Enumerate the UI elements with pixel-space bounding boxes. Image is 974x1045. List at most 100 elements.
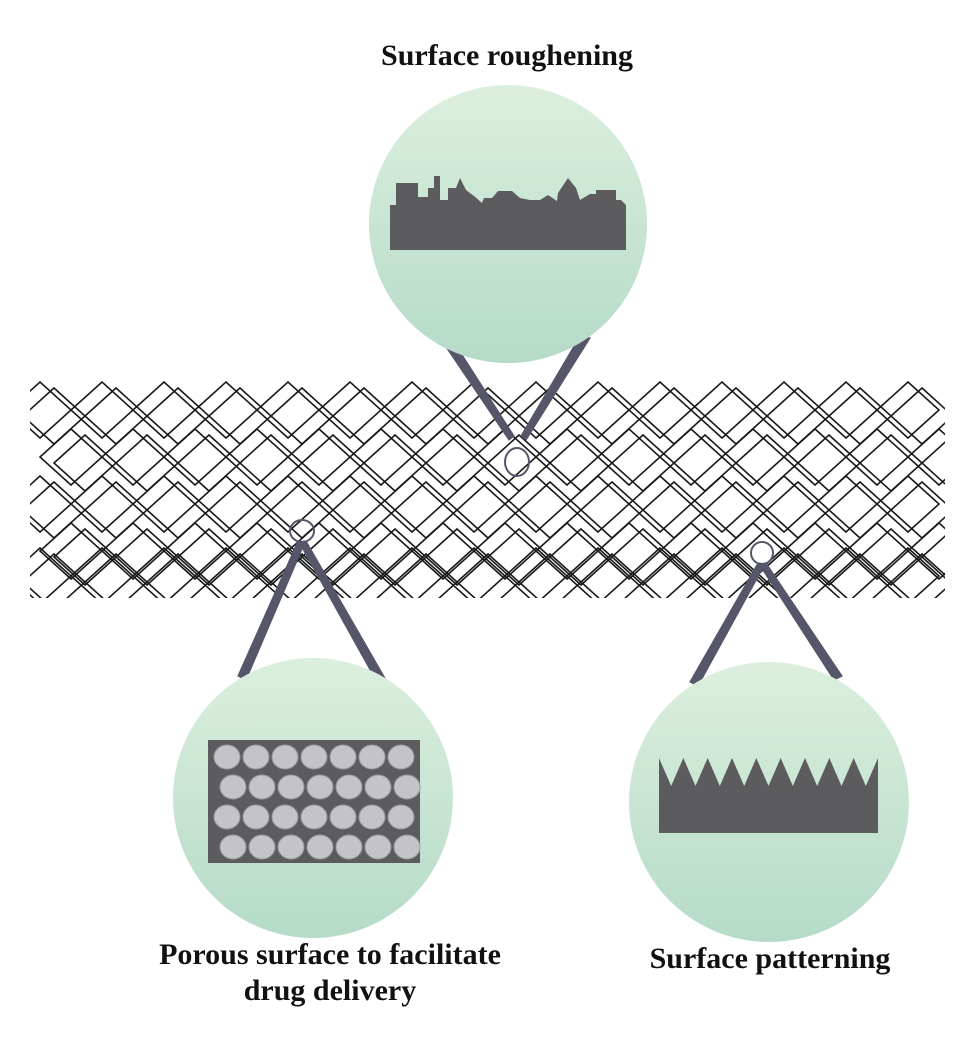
stent-strut [813,546,879,598]
stent-strut [38,427,104,487]
stent-strut [689,380,755,440]
stent-strut [889,552,945,598]
pore [277,774,305,800]
surface-roughening-label: Surface roughening [381,39,633,72]
pore [300,744,328,770]
stent-strut [83,552,149,598]
stent-strut [627,380,693,440]
stent-strut [38,521,104,581]
stent-strut [579,552,645,598]
roughening-magnifier [369,85,647,363]
stent-strut [734,433,800,493]
porous-surface-label: Porous surface to facilitate drug delive… [90,937,570,1009]
stent-strut [751,474,817,534]
pore [387,744,415,770]
stent-strut [782,427,848,487]
stent-strut [658,427,724,487]
stent-strut [193,546,259,598]
stent-strut [286,427,352,487]
stent-strut [30,546,73,598]
porous-magnifier [173,658,453,938]
pore [393,774,421,800]
pore [271,744,299,770]
stent-strut [193,474,259,534]
stent-strut [548,433,614,493]
stent-strut [672,433,738,493]
stent-strut [30,386,87,446]
stent-strut [30,480,87,540]
stent-strut [517,552,583,598]
pore [393,834,421,860]
stent-strut [83,480,149,540]
stent-strut [131,546,197,598]
pore [335,834,363,860]
stent-strut [641,552,707,598]
pore-grid [213,744,421,860]
stent-strut [720,427,786,487]
stent-strut [52,527,118,587]
stent-strut [300,433,366,493]
stent-strut [658,521,724,581]
stent-strut [920,441,945,485]
stent-strut [331,480,397,540]
stent-strut [348,521,414,581]
stent-strut [207,480,273,540]
stent-strut [517,480,583,540]
pore [329,744,357,770]
stent-strut [565,474,631,534]
pore [219,774,247,800]
stent-strut [100,427,166,487]
stent-strut [162,427,228,487]
rough-surface [390,176,626,250]
stent-strut [131,380,197,440]
stent-strut [193,380,259,440]
stent-strut [331,386,397,446]
pore [306,834,334,860]
stent-strut [672,527,738,587]
stent-strut [317,474,383,534]
stent-strut [827,552,893,598]
pore [364,774,392,800]
stent-strut [379,380,445,440]
stent-strut [255,380,321,440]
pore [242,804,270,830]
stent-strut [610,433,676,493]
stent-strut [579,386,645,446]
stent-strut [455,552,521,598]
stent-strut [579,480,645,540]
stent-strut [362,527,428,587]
stent-strut [424,527,490,587]
pore [219,834,247,860]
stent-strut [114,433,180,493]
pore [213,744,241,770]
patterned-surface [659,758,878,833]
pore [300,804,328,830]
pore [248,774,276,800]
stent-strut [379,474,445,534]
stent-strut [782,521,848,581]
stent-strut [627,546,693,598]
stent-strut [813,380,879,440]
pore [306,774,334,800]
stent-strut [751,380,817,440]
stent-strut [424,433,490,493]
pore [271,804,299,830]
stent-strut [641,386,707,446]
stent-strut [610,527,676,587]
pore [213,804,241,830]
stent-strut [875,546,941,598]
stent-strut [145,480,211,540]
stent-strut [30,552,87,598]
stent-strut [503,474,569,534]
stent-strut [844,521,910,581]
stent-strut [796,527,862,587]
stent-strut [100,521,166,581]
stent-strut [565,380,631,440]
stent-strut [83,386,149,446]
stent-strut [362,433,428,493]
stent-strut [224,521,290,581]
stent-strut [844,427,910,487]
stent-strut [224,427,290,487]
stent-strut [596,427,662,487]
stent-strut [410,427,476,487]
